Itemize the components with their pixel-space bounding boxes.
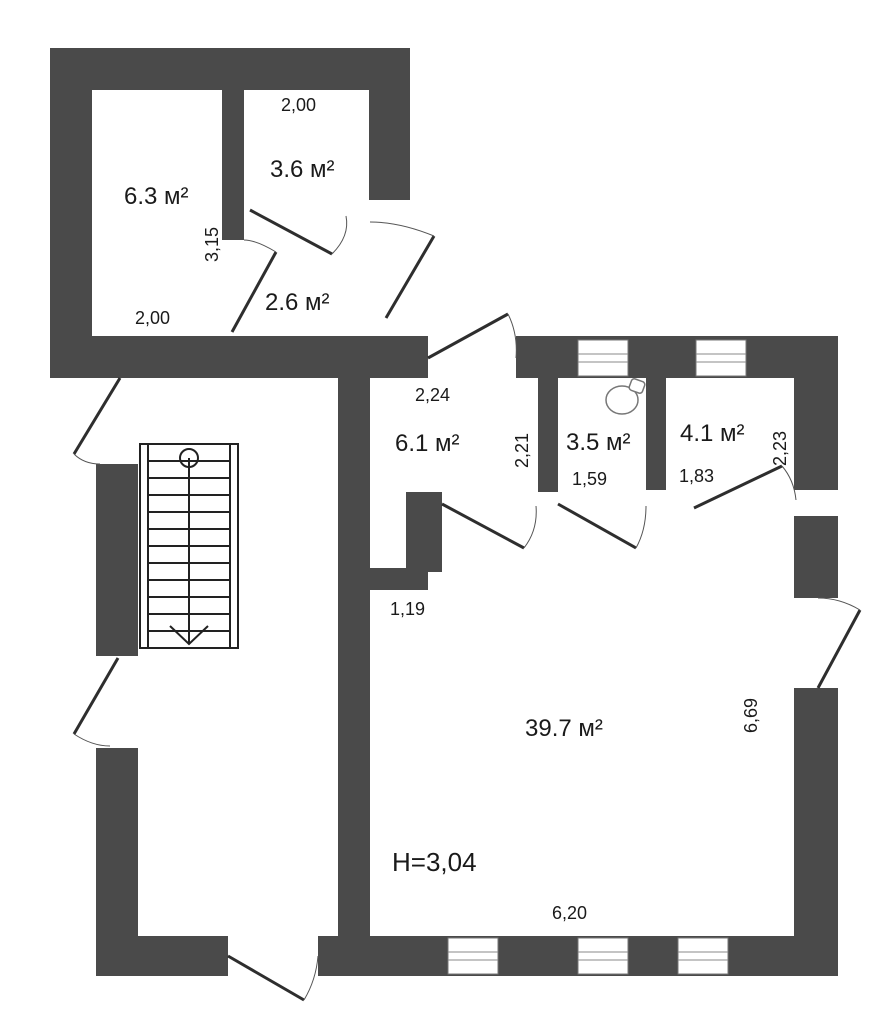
door-4-1 (693, 464, 797, 510)
door-entry-upper (369, 221, 436, 319)
area-labels: 6.3 м² 3.6 м² 2.6 м² 6.1 м² 3.5 м² 4.1 м… (124, 156, 745, 742)
area-label: 6.3 м² (124, 183, 189, 210)
door-hall-top (72, 377, 122, 465)
ceiling-height-label: H=3,04 (392, 847, 477, 877)
window-bottom-3 (677, 937, 729, 975)
door-gap-6-3 (222, 240, 244, 336)
door-gap-4-1-right (794, 490, 838, 516)
windows (447, 339, 747, 975)
area-label: 2.6 м² (265, 289, 330, 316)
doors (72, 208, 862, 1002)
dimension-label: 3,15 (202, 227, 222, 262)
door-gap-entry (369, 220, 410, 316)
stairs (139, 443, 239, 649)
door-gap-6-1-top (428, 336, 516, 378)
dimension-label: 2,21 (512, 433, 532, 468)
stair-hall-door-gap-bottom (228, 936, 318, 976)
door-gap-3-5 (538, 492, 558, 516)
door-hall-bottom (227, 954, 319, 1002)
partition-nub (370, 568, 428, 590)
dimension-label: 6,69 (741, 698, 761, 733)
area-label: 4.1 м² (680, 420, 745, 447)
room-6-3-floor (92, 90, 222, 336)
door-6-3 (230, 239, 278, 333)
door-right (816, 597, 862, 689)
door-6-1-bottom (441, 502, 537, 550)
door-6-1-top (427, 312, 517, 360)
window-bottom-2 (577, 937, 629, 975)
room-3-6-floor (244, 90, 369, 200)
dimension-label: 6,20 (552, 903, 587, 923)
door-3-5 (557, 502, 647, 550)
dimension-label: 2,23 (770, 431, 790, 466)
window-4-1 (695, 339, 747, 377)
dimension-labels: 2,00 3,15 2,00 2,24 2,21 1,59 1,83 2,23 … (135, 95, 790, 923)
dimension-label: 2,00 (135, 308, 170, 328)
area-label: 3.5 м² (566, 429, 631, 456)
dimension-label: 1,83 (679, 466, 714, 486)
door-gap-right (794, 598, 838, 688)
partition-column (406, 492, 442, 572)
room-6-1-floor (370, 378, 538, 516)
stair-hall-door-gap-left (96, 656, 138, 748)
area-label: 3.6 м² (270, 156, 335, 183)
dimension-label: 1,59 (572, 469, 607, 489)
stair-hall-door-gap-top (96, 378, 138, 464)
window-wc (577, 339, 629, 377)
stair-arrow (169, 625, 209, 646)
room-39-7-floor (370, 516, 794, 936)
door-3-6 (249, 208, 348, 256)
area-label: 39.7 м² (525, 715, 603, 742)
dimension-label: 2,00 (281, 95, 316, 115)
lower-corridor-floor (558, 490, 794, 516)
dimension-label: 2,24 (415, 385, 450, 405)
toilet-fixture (605, 378, 646, 415)
dimension-label: 1,19 (390, 599, 425, 619)
area-label: 6.1 м² (395, 430, 460, 457)
room-6-1-alcove (370, 516, 406, 568)
window-bottom-1 (447, 937, 499, 975)
door-hall-left (72, 657, 120, 747)
